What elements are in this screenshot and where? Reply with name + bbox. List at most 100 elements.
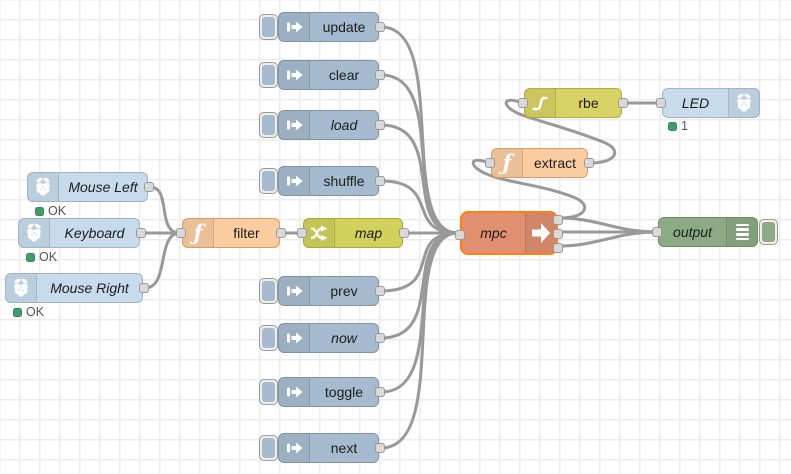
node-filter[interactable]: ƒ filter	[176, 218, 286, 248]
node-mpc-selected[interactable]: mpc	[455, 211, 563, 255]
output-port[interactable]	[618, 98, 628, 108]
input-port[interactable]	[656, 98, 666, 108]
output-port-2[interactable]	[553, 229, 563, 239]
inject-arrow-icon	[279, 434, 310, 462]
wire-mpc1-extract[interactable]	[471, 158, 587, 220]
inject-button[interactable]	[259, 325, 278, 351]
output-port-1[interactable]	[553, 215, 563, 225]
node-status: 1	[668, 119, 688, 133]
node-label: shuffle	[323, 173, 365, 189]
node-mouse-right[interactable]: Mouse Right	[5, 273, 149, 303]
wire-next-mpc[interactable]	[379, 231, 460, 450]
node-status: OK	[13, 305, 44, 319]
node-label: extract	[533, 155, 576, 171]
node-label: next	[330, 440, 358, 456]
node-inject-next[interactable]: next	[259, 433, 385, 463]
input-port[interactable]	[652, 227, 662, 237]
node-label: load	[330, 117, 358, 133]
output-port[interactable]	[136, 228, 146, 238]
output-port[interactable]	[375, 70, 385, 80]
wire-clear-mpc[interactable]	[379, 73, 460, 235]
inject-arrow-icon	[279, 61, 310, 89]
node-inject-clear[interactable]: clear	[259, 60, 385, 90]
output-port[interactable]	[375, 286, 385, 296]
node-inject-load[interactable]: load	[259, 110, 385, 140]
node-inject-shuffle[interactable]: shuffle	[259, 166, 385, 196]
wire-now-mpc[interactable]	[379, 231, 460, 340]
output-port[interactable]	[375, 333, 385, 343]
inject-arrow-icon	[279, 324, 310, 352]
wire-extract-rbe[interactable]	[504, 98, 617, 165]
output-port[interactable]	[276, 228, 286, 238]
inject-arrow-icon	[279, 111, 310, 139]
wire-mouse-right-filter[interactable]	[143, 231, 182, 290]
raspberry-pi-icon	[6, 274, 37, 302]
node-status: OK	[35, 204, 66, 218]
node-label: mpc	[480, 225, 507, 241]
wire-toggle-mpc[interactable]	[379, 231, 460, 394]
output-port[interactable]	[375, 120, 385, 130]
output-port[interactable]	[375, 387, 385, 397]
status-dot-icon	[13, 307, 22, 317]
output-port[interactable]	[144, 182, 154, 192]
status-dot-icon	[35, 206, 44, 216]
input-port[interactable]	[455, 230, 465, 240]
output-port[interactable]	[399, 228, 409, 238]
output-port[interactable]	[375, 443, 385, 453]
wire-mpc3-output[interactable]	[558, 230, 658, 248]
node-label: clear	[328, 67, 360, 83]
output-port[interactable]	[375, 176, 385, 186]
node-label: update	[322, 19, 366, 35]
input-port[interactable]	[176, 228, 186, 238]
wire-shuffle-mpc[interactable]	[379, 179, 460, 235]
node-output-debug[interactable]: output	[652, 217, 778, 247]
node-status: OK	[26, 250, 57, 264]
output-port[interactable]	[375, 22, 385, 32]
inject-arrow-icon	[279, 13, 310, 41]
function-icon: ƒ	[183, 219, 214, 247]
wire-mpc1-output[interactable]	[558, 216, 658, 234]
node-label: output	[673, 224, 712, 240]
inject-button[interactable]	[259, 62, 278, 88]
node-label: Mouse Right	[50, 280, 129, 296]
input-port[interactable]	[518, 98, 528, 108]
node-inject-update[interactable]: update	[259, 12, 385, 42]
node-label: LED	[681, 95, 710, 111]
inject-arrow-icon	[279, 277, 310, 305]
input-port[interactable]	[297, 228, 307, 238]
node-inject-prev[interactable]: prev	[259, 276, 385, 306]
node-label: rbe	[578, 95, 599, 111]
node-label: filter	[233, 225, 260, 241]
status-dot-icon	[668, 121, 677, 131]
raspberry-pi-icon	[19, 219, 50, 247]
wire-mouse-left-filter[interactable]	[148, 185, 182, 235]
inject-button[interactable]	[259, 168, 278, 194]
inject-button[interactable]	[259, 14, 278, 40]
inject-button[interactable]	[259, 435, 278, 461]
swap-arrows-icon	[304, 219, 335, 247]
status-dot-icon	[26, 252, 35, 262]
play-arrow-icon	[525, 213, 556, 253]
wire-load-mpc[interactable]	[379, 123, 460, 235]
inject-arrow-icon	[279, 378, 310, 406]
node-inject-now[interactable]: now	[259, 323, 385, 353]
function-icon: ƒ	[492, 149, 523, 177]
node-mouse-left[interactable]: Mouse Left	[27, 172, 154, 202]
inject-button[interactable]	[259, 278, 278, 304]
output-port-3[interactable]	[553, 243, 563, 253]
node-map[interactable]: map	[297, 218, 409, 248]
inject-button[interactable]	[259, 112, 278, 138]
node-keyboard[interactable]: Keyboard	[18, 218, 146, 248]
inject-button[interactable]	[259, 379, 278, 405]
output-port[interactable]	[584, 158, 594, 168]
node-label: map	[354, 225, 383, 241]
node-led[interactable]: LED	[656, 88, 760, 118]
node-extract[interactable]: ƒ extract	[485, 148, 594, 178]
debug-toggle-button[interactable]	[759, 219, 778, 245]
node-inject-toggle[interactable]: toggle	[259, 377, 385, 407]
node-rbe[interactable]: rbe	[518, 88, 628, 118]
output-port[interactable]	[139, 283, 149, 293]
input-port[interactable]	[485, 158, 495, 168]
